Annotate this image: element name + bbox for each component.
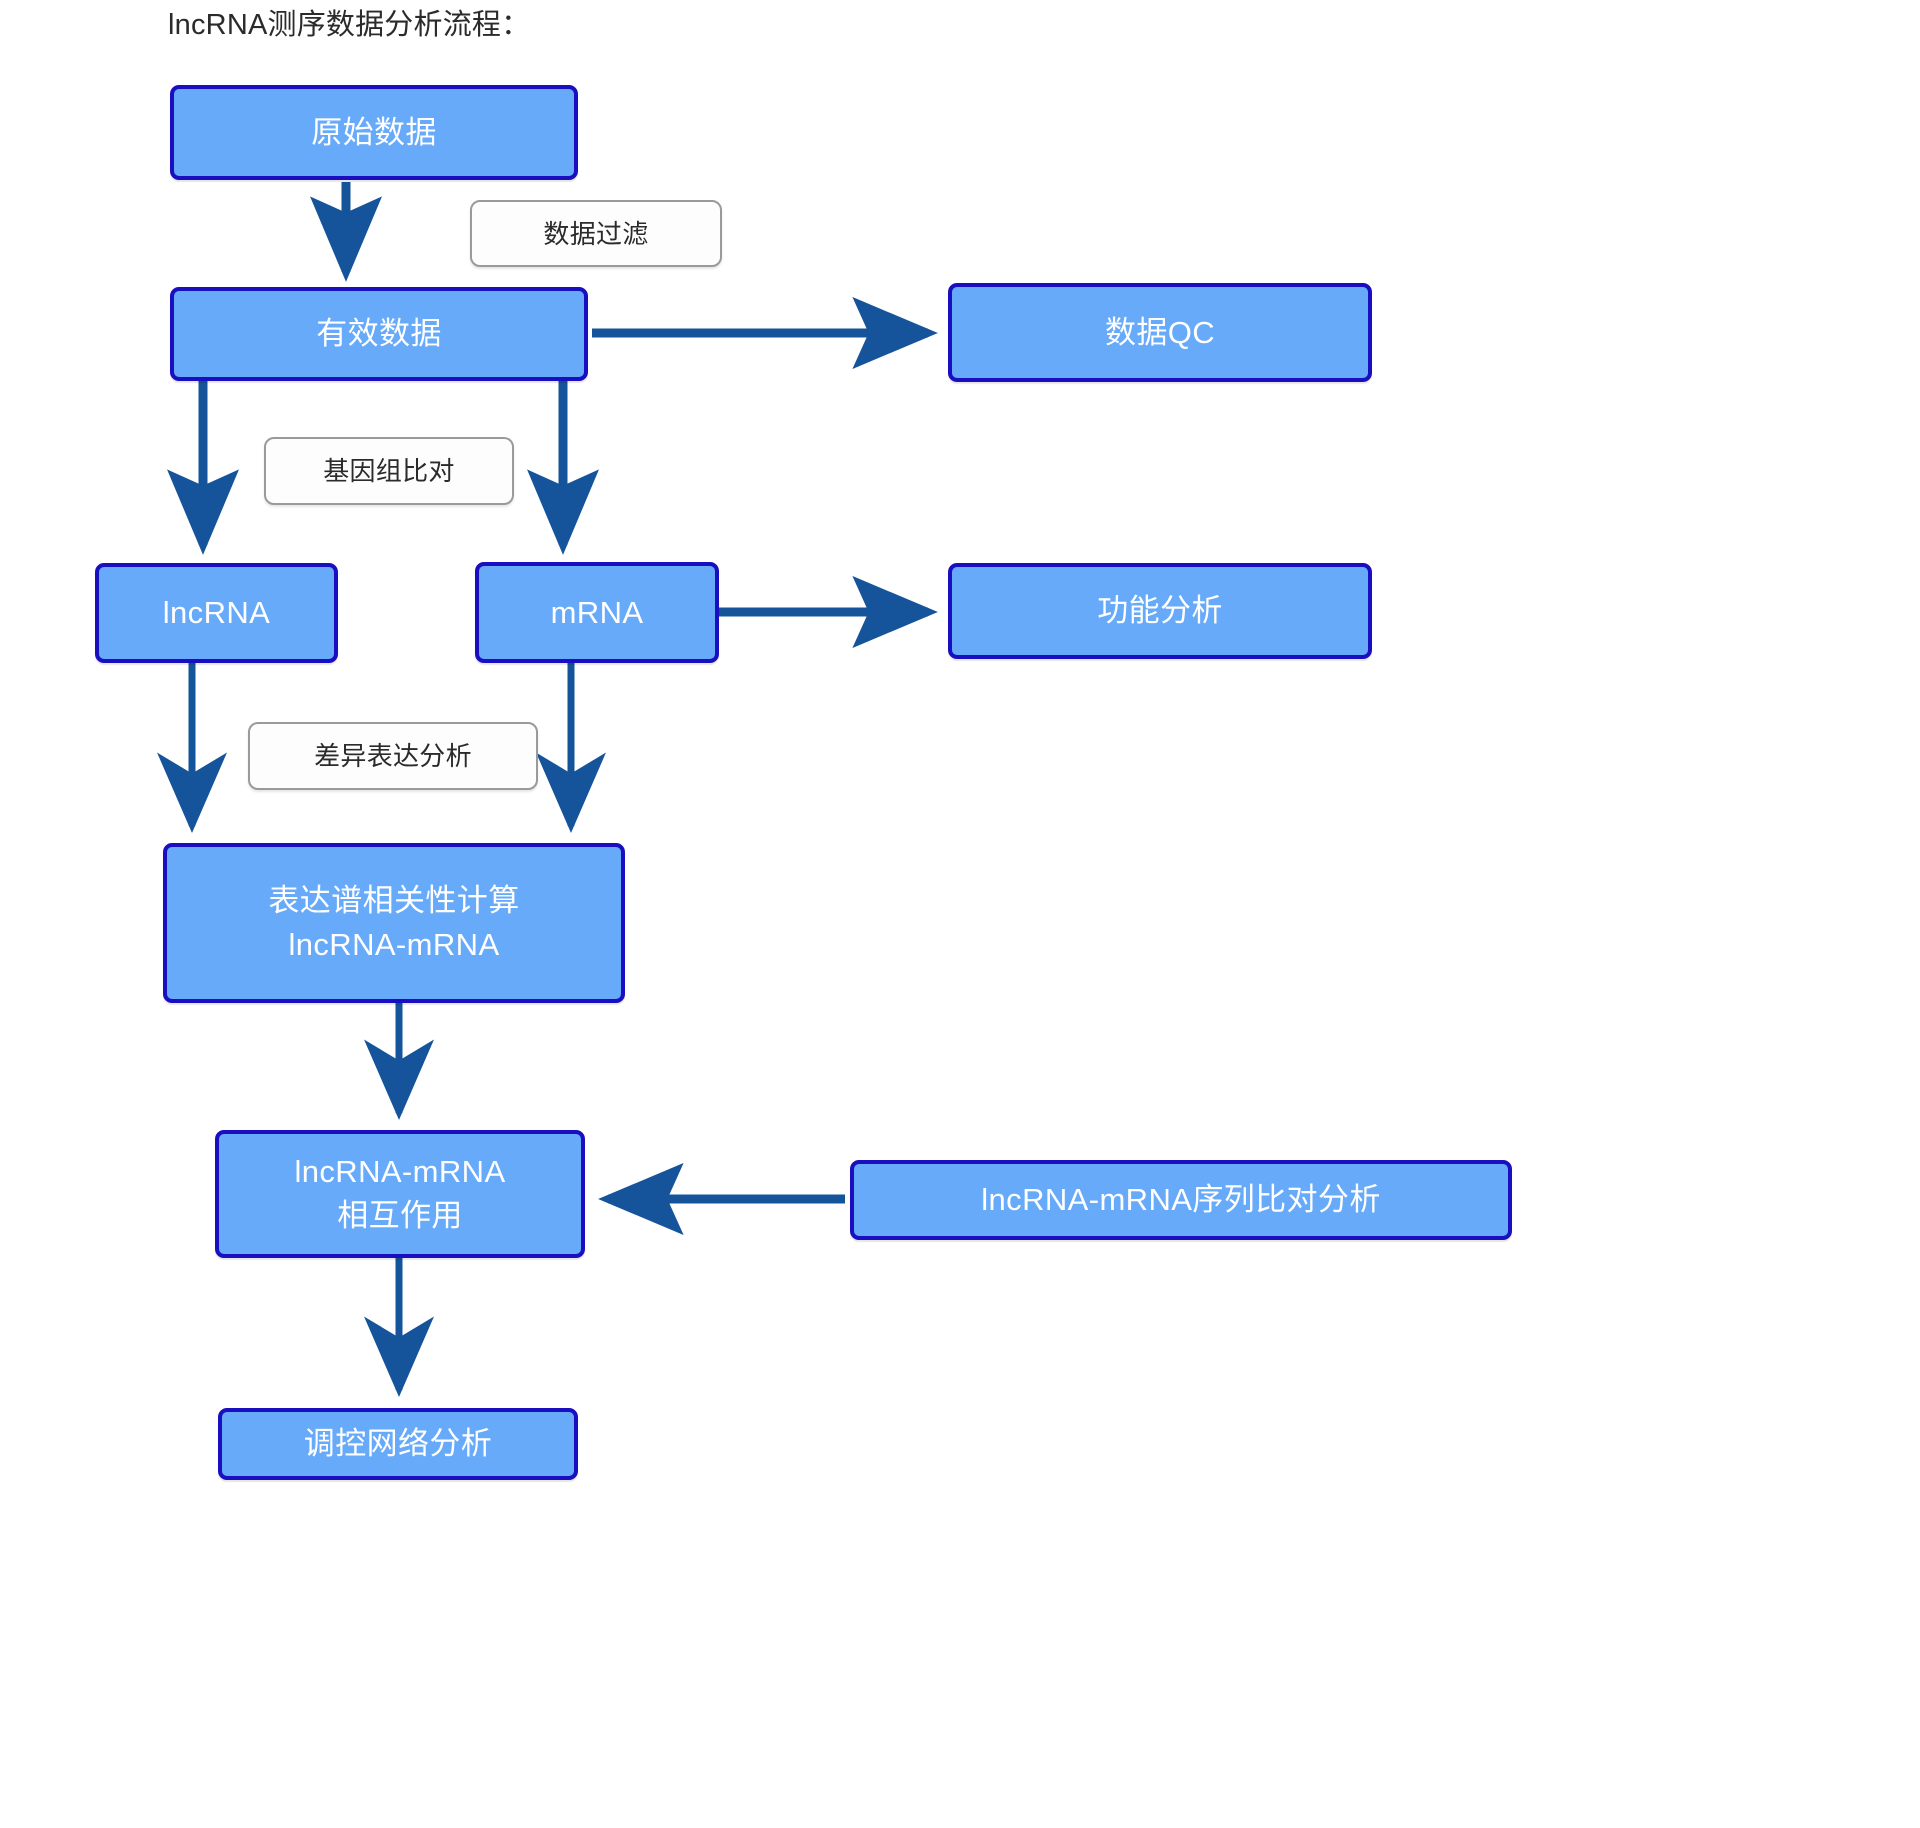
node-raw-data-label: 原始数据	[311, 114, 437, 150]
node-functional-analysis-label: 功能分析	[1097, 593, 1223, 628]
node-valid-data[interactable]: 有效数据	[170, 287, 588, 381]
node-mrna-label: mRNA	[550, 594, 644, 630]
node-sequence-alignment-label: lncRNA-mRNA序列比对分析	[981, 1182, 1381, 1217]
node-lncrna-mrna-interaction[interactable]: lncRNA-mRNA 相互作用	[215, 1130, 585, 1258]
node-expression-correlation-label: 表达谱相关性计算 lncRNA-mRNA	[268, 883, 520, 962]
edge-label-differential-expression-text: 差异表达分析	[314, 741, 472, 771]
node-data-qc[interactable]: 数据QC	[948, 283, 1372, 382]
node-lncrna-mrna-interaction-label: lncRNA-mRNA 相互作用	[294, 1154, 506, 1233]
node-regulatory-network[interactable]: 调控网络分析	[218, 1408, 578, 1480]
edge-label-data-filter-text: 数据过滤	[543, 218, 649, 249]
node-raw-data[interactable]: 原始数据	[170, 85, 578, 180]
edge-label-genome-alignment-text: 基因组比对	[323, 456, 455, 486]
node-valid-data-label: 有效数据	[316, 316, 442, 351]
node-mrna[interactable]: mRNA	[475, 562, 719, 663]
node-lncrna[interactable]: lncRNA	[95, 563, 338, 663]
edge-label-differential-expression: 差异表达分析	[248, 722, 538, 790]
edge-label-genome-alignment: 基因组比对	[264, 437, 514, 505]
node-functional-analysis[interactable]: 功能分析	[948, 563, 1372, 659]
node-lncrna-label: lncRNA	[162, 595, 271, 630]
page-title: lncRNA测序数据分析流程：	[168, 9, 531, 41]
node-expression-correlation[interactable]: 表达谱相关性计算 lncRNA-mRNA	[163, 843, 625, 1003]
node-regulatory-network-label: 调控网络分析	[303, 1426, 493, 1461]
edge-label-data-filter: 数据过滤	[470, 200, 722, 267]
node-data-qc-label: 数据QC	[1104, 314, 1216, 350]
node-sequence-alignment[interactable]: lncRNA-mRNA序列比对分析	[850, 1160, 1512, 1240]
